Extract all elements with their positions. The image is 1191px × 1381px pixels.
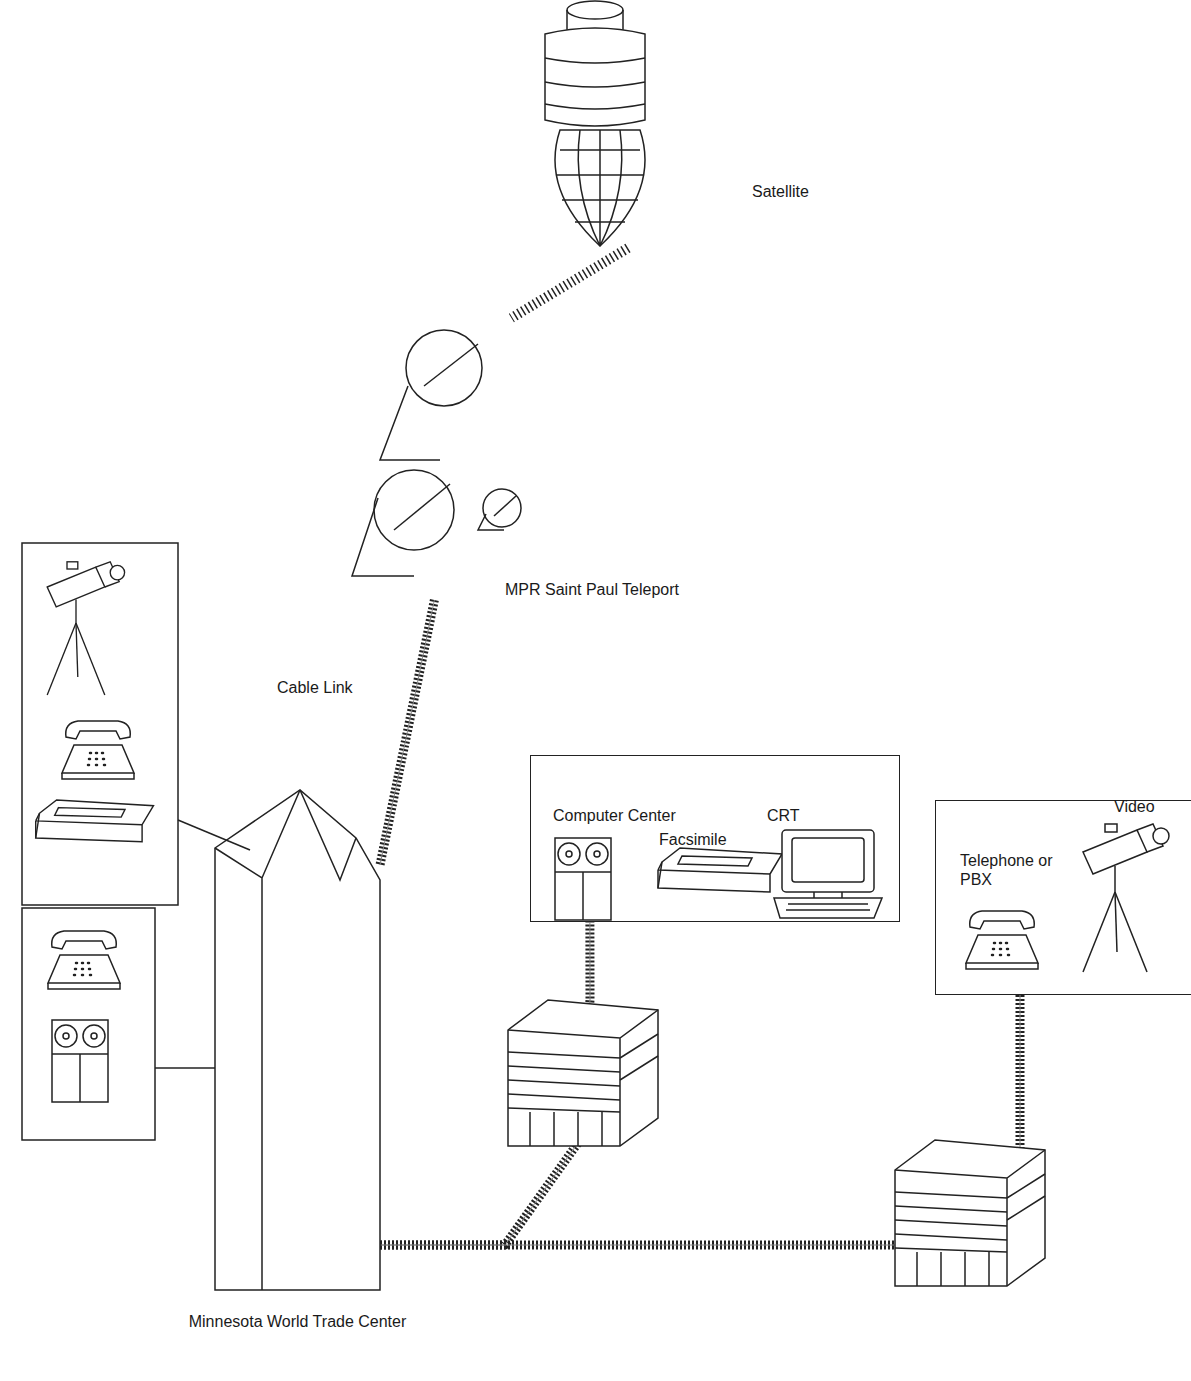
office-equipment-box: [22, 908, 215, 1140]
edge-label: Cable Link: [275, 678, 355, 697]
node-label: Video: [1114, 797, 1155, 816]
computer-center-box: Computer CenterFacsimile CRT: [530, 755, 900, 922]
node-label: Computer Center: [553, 806, 676, 825]
teleport-dishes: [352, 330, 521, 576]
node-label: Telephone or PBX: [960, 851, 1070, 889]
node-label: MPR Saint Paul Teleport: [505, 580, 679, 599]
switching-unit: [508, 1000, 658, 1146]
tape-drive-icon: [555, 838, 611, 920]
node-label: Minnesota World Trade Center: [145, 1312, 450, 1331]
cable-link: [380, 600, 434, 865]
satellite-drawing: [545, 1, 645, 246]
teleport: MPR Saint Paul Teleport: [375, 318, 815, 600]
world-trade-center-tower: [215, 790, 380, 1290]
telephone-icon: [966, 911, 1038, 969]
node-label: Satellite: [752, 182, 809, 201]
video-camera-icon: [1083, 824, 1169, 972]
satellite-beam: [511, 248, 628, 318]
office-equipment-box: [22, 543, 250, 905]
facsimile-icon: [658, 848, 782, 892]
node-label: CRT: [767, 806, 800, 825]
trade-center: Minnesota World Trade Center: [215, 790, 380, 1290]
crt-icon: [774, 830, 882, 918]
telephone-video-box: Telephone or PBX Video: [935, 800, 1191, 995]
satellite: Satellite: [520, 0, 820, 248]
switching-unit: [895, 1140, 1045, 1286]
node-label: Facsimile: [659, 830, 727, 849]
